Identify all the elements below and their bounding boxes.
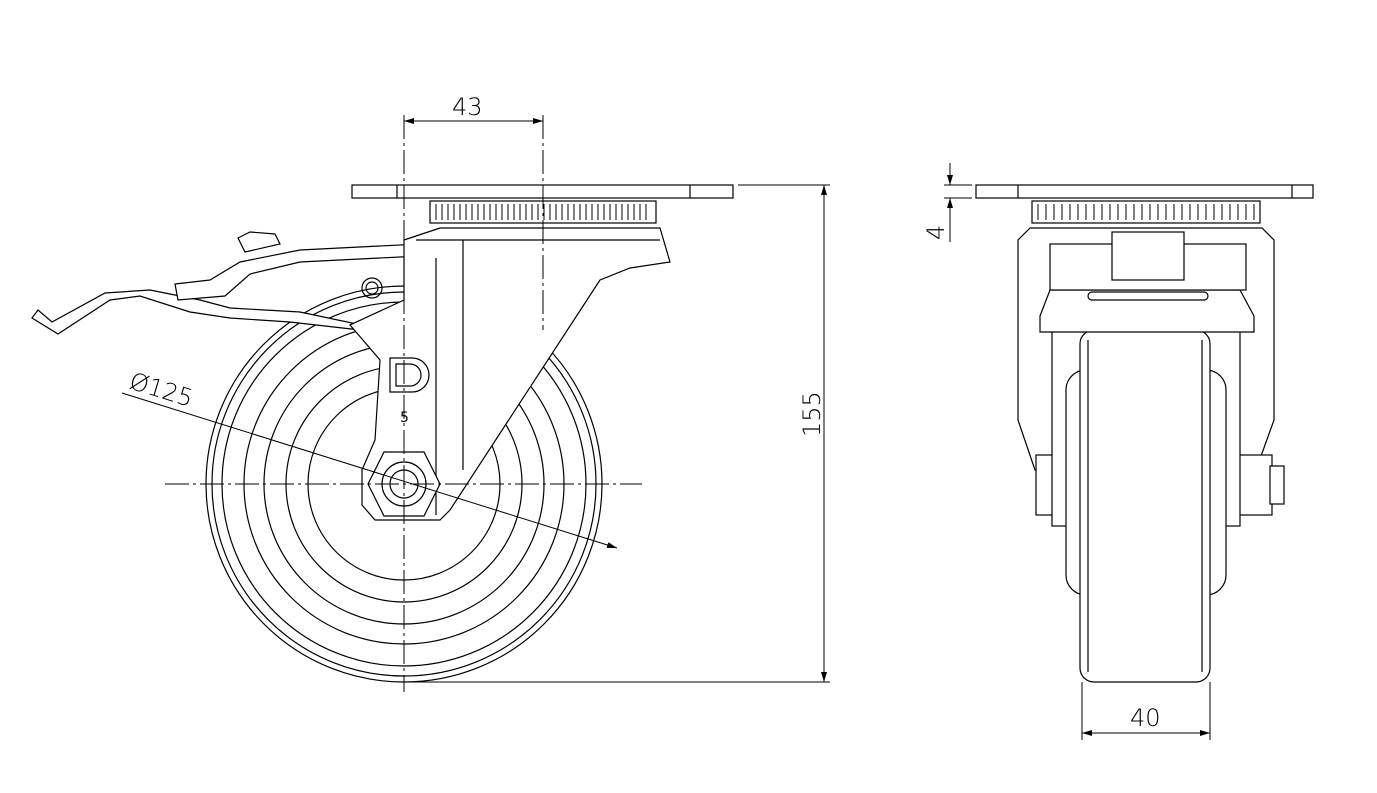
top-plate-front <box>975 184 1314 199</box>
axle-nut-right <box>1235 454 1273 516</box>
plate-thickness-label: 4 <box>922 225 950 240</box>
offset-dimension-label: 43 <box>452 93 483 121</box>
height-dimension-label: 155 <box>798 391 826 437</box>
front-view: 4 40 <box>922 163 1314 740</box>
swivel-ring-front <box>1031 200 1261 224</box>
wheel-front <box>1079 329 1211 683</box>
wheel-width-dimension: 40 <box>1081 682 1211 740</box>
plate-thickness-dimension: 4 <box>922 163 972 242</box>
offset-dimension: 43 <box>404 93 543 124</box>
wheel-width-label: 40 <box>1130 704 1161 732</box>
fork <box>349 227 671 521</box>
side-view: 5 43 155 Ø125 <box>31 93 830 692</box>
height-dimension: 155 <box>410 184 830 683</box>
